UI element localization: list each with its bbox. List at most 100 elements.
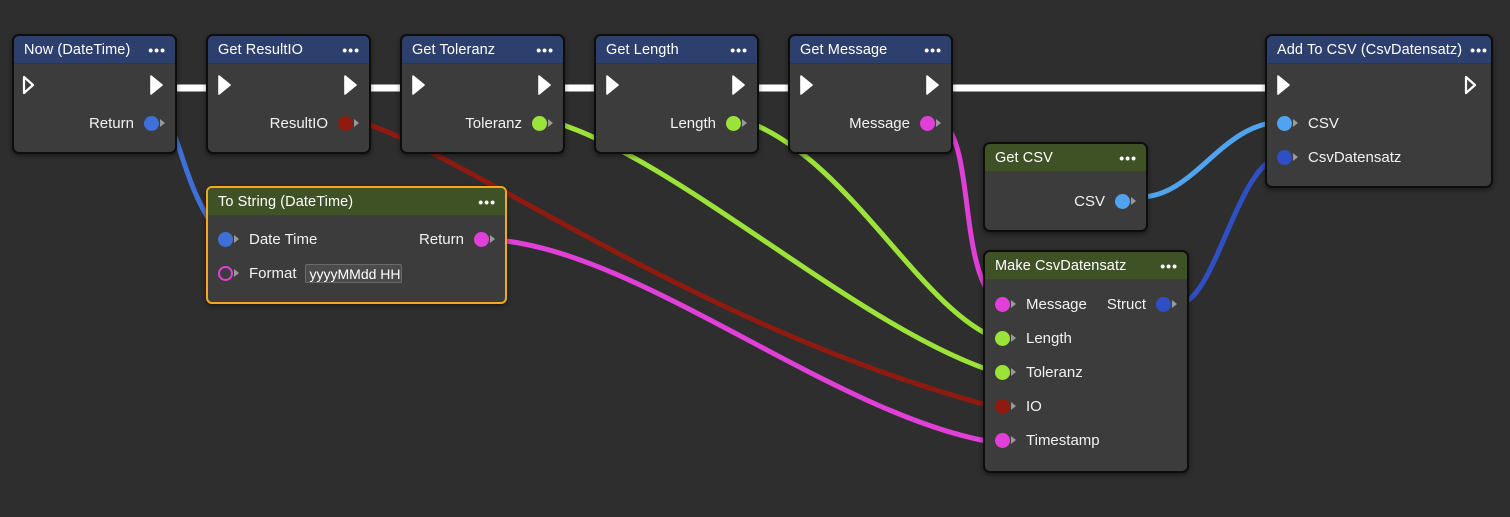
- output-pin-row[interactable]: CSV: [985, 184, 1146, 218]
- node-header[interactable]: Get Toleranz •••: [402, 36, 563, 64]
- node-make-csvdatensatz[interactable]: Make CsvDatensatz ••• Message Struct: [983, 250, 1189, 473]
- node-now-datetime[interactable]: Now (DateTime) ••• Return: [12, 34, 177, 154]
- node-header[interactable]: To String (DateTime) •••: [208, 188, 505, 216]
- pin-row-format: Format yyyyMMdd HHmm: [208, 256, 505, 290]
- node-header[interactable]: Get ResultIO •••: [208, 36, 369, 64]
- node-get-toleranz[interactable]: Get Toleranz ••• Toleranz: [400, 34, 565, 154]
- node-header[interactable]: Get Length •••: [596, 36, 757, 64]
- input-pin-message[interactable]: [995, 296, 1016, 312]
- pin-row-datetime-return: Date Time Return: [208, 222, 505, 256]
- node-get-length[interactable]: Get Length ••• Length: [594, 34, 759, 154]
- exec-out-pin[interactable]: [924, 75, 942, 95]
- output-pin-row[interactable]: ResultIO: [208, 106, 369, 140]
- node-header[interactable]: Make CsvDatensatz •••: [985, 252, 1187, 280]
- pin-arrow-icon: [742, 119, 747, 127]
- node-menu-icon[interactable]: •••: [1470, 41, 1488, 58]
- exec-out-pin[interactable]: [536, 75, 554, 95]
- output-pin-row[interactable]: Toleranz: [402, 106, 563, 140]
- output-pin-length[interactable]: [726, 115, 747, 131]
- pin-arrow-icon: [160, 119, 165, 127]
- exec-in-pin[interactable]: [604, 75, 622, 95]
- wire-getcsv-to-csv[interactable]: [1137, 119, 1285, 200]
- node-add-to-csv[interactable]: Add To CSV (CsvDatensatz) ••• CSV: [1265, 34, 1493, 188]
- pin-label: Return: [418, 230, 464, 248]
- pin-label: Length: [670, 114, 716, 132]
- output-pin-row[interactable]: Length: [596, 106, 757, 140]
- pin-arrow-icon: [1293, 119, 1298, 127]
- exec-in-pin[interactable]: [216, 75, 234, 95]
- node-header[interactable]: Add To CSV (CsvDatensatz) •••: [1267, 36, 1491, 64]
- output-pin-return[interactable]: [144, 115, 165, 131]
- input-pin-row[interactable]: Toleranz: [985, 355, 1187, 389]
- input-pin-length[interactable]: [995, 330, 1016, 346]
- output-pin-row[interactable]: Return: [14, 106, 175, 140]
- pin-dot-icon: [995, 398, 1010, 414]
- input-pin-row[interactable]: CSV: [1267, 106, 1491, 140]
- node-menu-icon[interactable]: •••: [478, 193, 496, 210]
- exec-in-pin[interactable]: [410, 75, 428, 95]
- node-header[interactable]: Now (DateTime) •••: [14, 36, 175, 64]
- node-menu-icon[interactable]: •••: [1160, 257, 1178, 274]
- pin-dot-icon: [1277, 115, 1292, 131]
- pin-dot-icon: [1156, 296, 1171, 312]
- pin-label: CsvDatensatz: [1308, 148, 1402, 166]
- output-pin-toleranz[interactable]: [532, 115, 553, 131]
- output-pin-message[interactable]: [920, 115, 941, 131]
- node-to-string-datetime[interactable]: To String (DateTime) ••• Date Time Retur…: [206, 186, 507, 304]
- input-pin-row[interactable]: Length: [985, 321, 1187, 355]
- input-pin-format[interactable]: [218, 265, 239, 281]
- pin-dot-icon: [474, 231, 489, 247]
- node-menu-icon[interactable]: •••: [536, 41, 554, 58]
- pin-dot-icon: [995, 364, 1010, 380]
- exec-out-pin[interactable]: [342, 75, 360, 95]
- pin-label: Toleranz: [465, 114, 522, 132]
- exec-row: [402, 64, 563, 106]
- exec-in-pin[interactable]: [798, 75, 816, 95]
- pin-arrow-icon: [1011, 402, 1016, 410]
- exec-row: [14, 64, 175, 106]
- format-input[interactable]: yyyyMMdd HHmm: [304, 263, 402, 283]
- wire-toleranz-to-toleranz[interactable]: [551, 119, 1001, 376]
- exec-in-pin[interactable]: [22, 75, 40, 95]
- node-menu-icon[interactable]: •••: [342, 41, 360, 58]
- exec-in-pin[interactable]: [1275, 75, 1293, 95]
- pin-dot-icon: [726, 115, 741, 131]
- wire-length-to-length[interactable]: [745, 119, 1001, 342]
- input-pin-timestamp[interactable]: [995, 432, 1016, 448]
- node-header[interactable]: Get CSV •••: [985, 144, 1146, 172]
- output-pin-resultio[interactable]: [338, 115, 359, 131]
- node-menu-icon[interactable]: •••: [1119, 149, 1137, 166]
- input-pin-csvdatensatz[interactable]: [1277, 149, 1298, 165]
- wire-tostring-return-to-timestamp[interactable]: [492, 237, 1001, 446]
- input-pin-io[interactable]: [995, 398, 1016, 414]
- output-pin-return[interactable]: [474, 231, 495, 247]
- node-menu-icon[interactable]: •••: [730, 41, 748, 58]
- node-get-resultio[interactable]: Get ResultIO ••• ResultIO: [206, 34, 371, 154]
- node-menu-icon[interactable]: •••: [148, 41, 166, 58]
- node-header[interactable]: Get Message •••: [790, 36, 951, 64]
- pin-arrow-icon: [1293, 153, 1298, 161]
- pin-arrow-icon: [1011, 368, 1016, 376]
- input-pin-row[interactable]: IO: [985, 389, 1187, 423]
- output-pin-struct[interactable]: [1156, 296, 1177, 312]
- pin-label: Toleranz: [1026, 363, 1083, 381]
- node-menu-icon[interactable]: •••: [924, 41, 942, 58]
- input-pin-date-time[interactable]: [218, 231, 239, 247]
- output-pin-row[interactable]: Message: [790, 106, 951, 140]
- pin-dot-icon: [218, 265, 233, 281]
- input-pin-toleranz[interactable]: [995, 364, 1016, 380]
- exec-out-pin[interactable]: [148, 75, 166, 95]
- input-pin-row[interactable]: Timestamp: [985, 423, 1187, 457]
- input-pin-csv[interactable]: [1277, 115, 1298, 131]
- pin-dot-icon: [920, 115, 935, 131]
- node-get-csv[interactable]: Get CSV ••• CSV: [983, 142, 1148, 232]
- node-get-message[interactable]: Get Message ••• Message: [788, 34, 953, 154]
- exec-out-pin[interactable]: [1464, 75, 1482, 95]
- exec-out-pin[interactable]: [730, 75, 748, 95]
- exec-row: [1267, 64, 1491, 106]
- pin-arrow-icon: [1011, 300, 1016, 308]
- output-pin-csv[interactable]: [1115, 193, 1136, 209]
- input-pin-row[interactable]: CsvDatensatz: [1267, 140, 1491, 174]
- pin-label: Date Time: [249, 230, 318, 248]
